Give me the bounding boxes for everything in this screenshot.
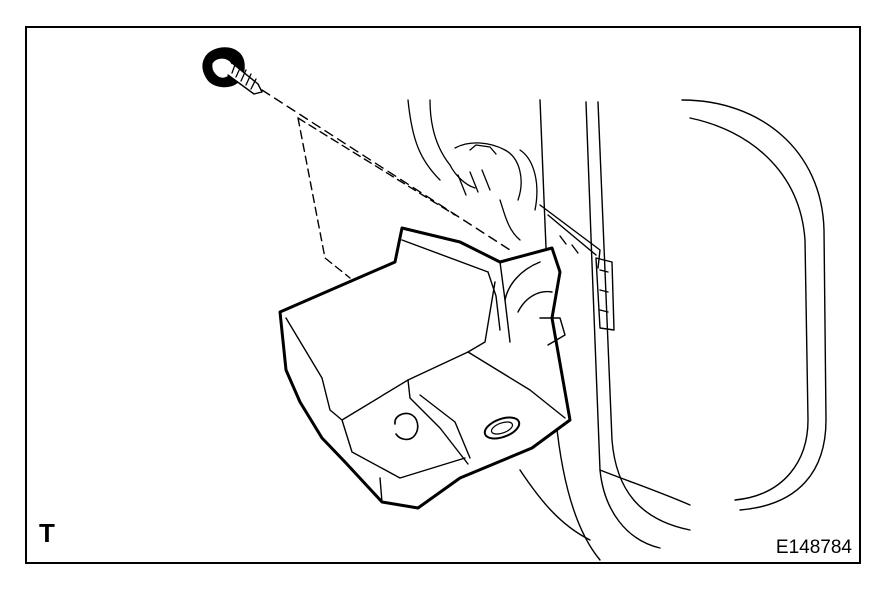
screw-icon	[202, 47, 263, 95]
hidden-outline	[297, 117, 456, 279]
body-panel	[519, 99, 827, 561]
figure-id: E148784	[775, 537, 852, 558]
mounting-bracket	[278, 226, 572, 510]
installation-guide-line	[261, 89, 511, 251]
corner-label: T	[39, 518, 55, 548]
harness-connector	[407, 99, 538, 241]
